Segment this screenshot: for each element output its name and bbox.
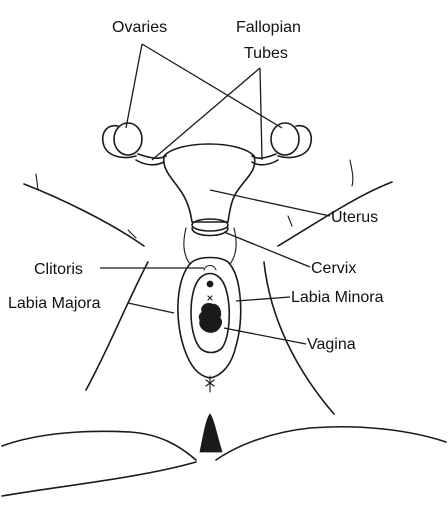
urethral-opening: [207, 295, 213, 301]
labia-majora-outline: [177, 256, 242, 379]
left-lower-curve: [1, 461, 197, 497]
cervix-ring: [191, 218, 229, 232]
right-tube-lower: [251, 153, 277, 159]
label-vagina: Vagina: [307, 336, 356, 353]
left-branch-tick2: [127, 229, 137, 239]
leader-vagina: [223, 327, 307, 345]
canal-left: [183, 227, 191, 265]
label-tubes: Tubes: [244, 45, 288, 62]
uterus-body: [162, 143, 256, 223]
left-tube-upper: [135, 159, 165, 166]
leader-ovaries-left: [125, 43, 143, 129]
leader-tubes-right: [259, 67, 263, 161]
leader-uterus: [209, 189, 331, 217]
right-fimbriae: [277, 124, 312, 159]
leader-cervix: [223, 231, 311, 268]
leader-ovaries-right: [141, 43, 283, 129]
labia-minora-outline: [190, 272, 231, 354]
left-branch-tick: [35, 173, 39, 191]
right-thigh-line: [263, 261, 335, 415]
right-branch-tick: [287, 215, 293, 227]
right-ovary: [270, 122, 300, 156]
canal-right: [229, 227, 237, 265]
vaginal-opening: [198, 303, 222, 333]
label-uterus: Uterus: [331, 209, 378, 226]
left-ovary: [113, 122, 143, 156]
clitoris-glans: [206, 280, 214, 288]
right-tube-upper: [251, 159, 279, 166]
right-branch-twig: [349, 159, 354, 187]
leader-labia-minora: [235, 296, 291, 302]
cervix-lower: [191, 227, 229, 237]
label-fallopian: Fallopian: [236, 19, 301, 36]
left-branch: [23, 183, 145, 247]
label-labia-majora: Labia Majora: [8, 295, 101, 312]
label-cervix: Cervix: [311, 260, 356, 277]
anus: [199, 413, 223, 453]
leader-tubes-left: [151, 67, 261, 161]
left-fimbriae: [102, 124, 137, 159]
label-labia-minora: Labia Minora: [291, 289, 384, 306]
left-buttock-curve: [1, 430, 197, 461]
left-thigh-line: [85, 261, 149, 391]
body-contours: [1, 159, 447, 497]
label-ovaries: Ovaries: [112, 19, 167, 36]
right-buttock-curve: [215, 426, 447, 461]
label-clitoris: Clitoris: [34, 261, 83, 278]
clitoral-hood: [203, 264, 217, 271]
uterus-organ: [102, 122, 312, 265]
right-branch: [277, 181, 393, 247]
vulva: [177, 256, 242, 453]
perineum: [205, 375, 215, 393]
left-tube-lower: [137, 153, 167, 159]
leader-lines: [100, 43, 331, 345]
leader-labia-majora: [127, 302, 175, 314]
